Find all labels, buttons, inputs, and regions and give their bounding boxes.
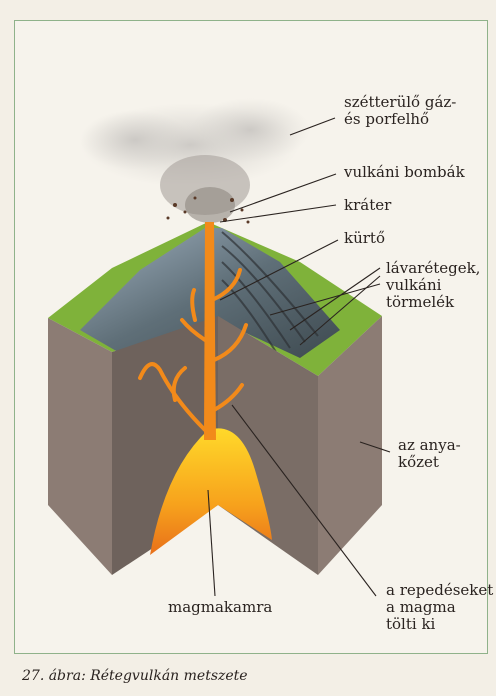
label-gas-cloud-1: szétterülő gáz- <box>344 94 456 111</box>
label-volcanic-bombs: vulkáni bombák <box>344 164 465 181</box>
label-layers-3: törmelék <box>386 294 454 311</box>
label-cracks-3: tölti ki <box>386 616 435 633</box>
label-cracks-2: a magma <box>386 599 456 616</box>
label-layers-2: vulkáni <box>386 277 441 294</box>
figure-caption: 27. ábra: Rétegvulkán metszete <box>22 668 248 684</box>
gas-cloud <box>80 98 310 223</box>
label-gas-cloud-2: és porfelhő <box>344 111 429 128</box>
label-magma-chamber: magmakamra <box>168 599 272 616</box>
label-crater: kráter <box>344 197 391 214</box>
label-layers-1: lávarétegek, <box>386 260 480 277</box>
label-conduit: kürtő <box>344 230 385 247</box>
label-cracks-1: a repedéseket <box>386 582 493 599</box>
bedrock-left-face <box>48 318 112 575</box>
label-bedrock-2: kőzet <box>398 454 439 471</box>
conduit <box>204 222 216 440</box>
label-bedrock-1: az anya- <box>398 437 461 454</box>
